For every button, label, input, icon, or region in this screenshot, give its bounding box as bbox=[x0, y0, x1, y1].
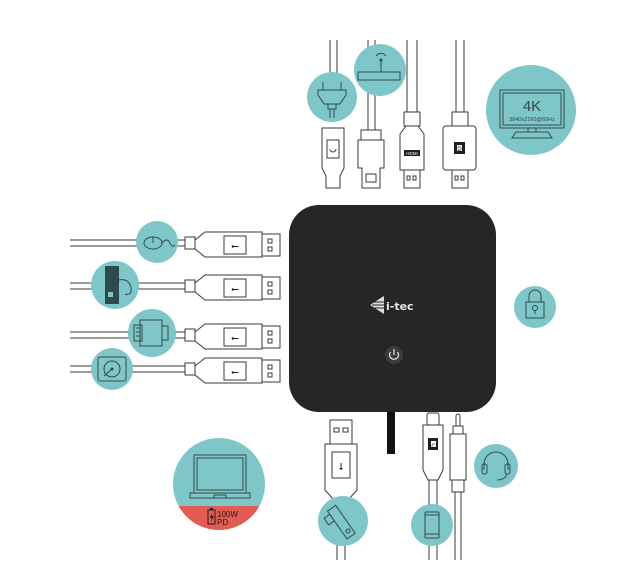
power-plug-icon bbox=[317, 82, 347, 118]
lock-icon bbox=[525, 289, 545, 319]
kensington-lock-badge bbox=[514, 286, 556, 328]
router-badge bbox=[354, 44, 406, 96]
printer-icon bbox=[133, 319, 169, 347]
printer-badge bbox=[128, 309, 176, 357]
brand-name: i-tec bbox=[386, 300, 414, 313]
displayport-label: D bbox=[457, 147, 462, 153]
audio-jack-cable bbox=[449, 413, 467, 560]
usb-flash-drive-icon bbox=[323, 504, 356, 540]
power-adapter-badge bbox=[307, 72, 357, 122]
resolution-label: 4K bbox=[523, 98, 541, 115]
keyboard-icon bbox=[105, 266, 132, 304]
hdmi-cable bbox=[399, 40, 425, 189]
smartphone-icon bbox=[424, 511, 440, 539]
usb-a-bottom-cable: ⭣ bbox=[324, 419, 358, 560]
bottom-connectors: ⭣ bbox=[318, 412, 518, 560]
hard-drive-badge bbox=[91, 348, 133, 390]
usb-icon: ⭠ bbox=[231, 367, 239, 378]
top-connectors: 4K 3840x2160@60Hz bbox=[307, 40, 576, 189]
router-icon bbox=[357, 52, 401, 81]
usb-flash-drive-badge bbox=[318, 496, 368, 546]
hdmi-label: HDMI bbox=[406, 151, 418, 156]
resolution-spec: 3840x2160@60Hz bbox=[509, 117, 555, 123]
mouse-badge bbox=[136, 221, 178, 263]
usb-icon: ⭠ bbox=[231, 284, 239, 295]
mouse-icon bbox=[143, 236, 176, 250]
monitor-icon bbox=[499, 89, 565, 139]
pd-wattage: 100W bbox=[217, 510, 238, 519]
power-icon bbox=[388, 349, 400, 360]
battery-charging-icon bbox=[207, 508, 216, 525]
usb-icon: ⭣ bbox=[339, 462, 344, 473]
usb-c-label: C bbox=[431, 444, 436, 450]
displayport-cable bbox=[442, 40, 477, 189]
monitor-4k-badge: 4K 3840x2160@60Hz bbox=[486, 65, 576, 155]
dock-cable bbox=[387, 412, 395, 454]
hard-drive-icon bbox=[97, 356, 127, 382]
headset-badge bbox=[474, 444, 518, 488]
usb-icon: ⭠ bbox=[231, 241, 239, 252]
hdmi-logo bbox=[404, 150, 420, 156]
usb-icon: ⭠ bbox=[231, 333, 239, 344]
laptop-power-delivery-badge: 100W PD bbox=[173, 438, 265, 530]
left-connectors: ⭠ ⭠ bbox=[70, 221, 281, 390]
headset-icon bbox=[481, 451, 511, 481]
smartphone-badge bbox=[411, 504, 453, 546]
laptop-icon bbox=[189, 454, 251, 499]
usb-c-power-cable bbox=[321, 40, 345, 189]
keyboard-badge bbox=[91, 261, 139, 309]
power-button[interactable] bbox=[383, 344, 405, 366]
pd-label: PD bbox=[217, 518, 228, 527]
docking-station: i-tec bbox=[289, 205, 496, 454]
usb-a-cable-1: ⭠ bbox=[70, 231, 281, 258]
brand-logo: i-tec bbox=[370, 296, 414, 314]
